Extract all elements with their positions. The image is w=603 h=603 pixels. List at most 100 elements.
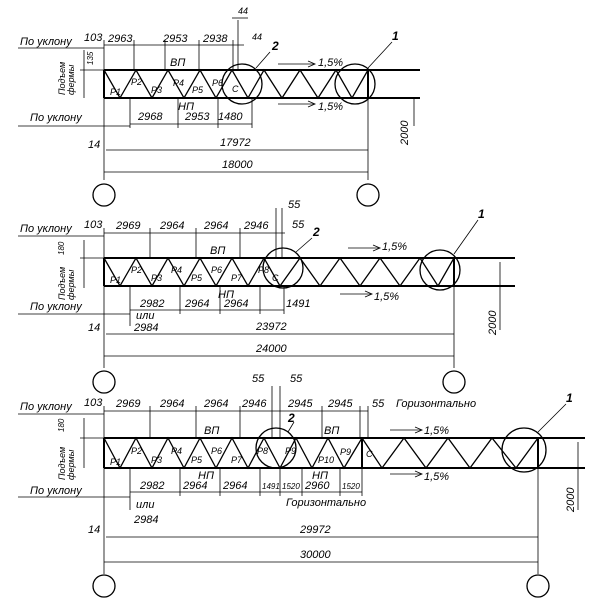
span: 18000 [222,159,253,171]
top-dim-1: 2969 [115,220,140,232]
bottom-dim-3: 1480 [218,111,243,123]
leader-1 [367,41,393,69]
top-chord-label: ВП [210,245,225,257]
callout-2: 2 [287,411,295,425]
dim-55-right: 55 [290,373,303,385]
panel-label: Р6 [212,78,223,88]
axis-circle-right [356,183,380,207]
panel-label: Р5 [191,273,203,283]
bottom-chord-label: НП [178,101,194,113]
inner-span: 17972 [220,137,251,149]
panel-label: Р3 [151,273,162,283]
top-dim-2: 2964 [159,398,184,410]
span: 30000 [300,549,331,561]
panel-label: Р3 [151,455,162,465]
callout-circle-2 [221,63,263,105]
height-value: 2000 [565,487,577,513]
axis-circle-right [442,370,466,394]
panel-label: Р8 [257,446,268,456]
truss-30000: По уклону 103 2969 2964 2964 2946 55 55 … [18,373,585,598]
panel-label: Р4 [171,446,182,456]
callout-1: 1 [392,29,399,43]
bottom-dim-6: 2960 [304,480,330,492]
bottom-dim-1: 2968 [137,111,163,123]
panel-label: Р4 [171,265,182,275]
or-label: или [136,499,154,511]
top-dim-3: 2938 [202,33,228,45]
horizontal-label-top: Горизонтально [396,398,476,410]
rise-label-2: фермы [66,64,76,95]
leader-1 [453,219,479,255]
slope-pct-top: 1,5% [382,241,407,253]
rise-value: 180 [57,241,66,255]
slope-pct-top: 1,5% [318,57,343,69]
panel-label: Р5 [191,455,203,465]
panel-label: Р1 [110,457,121,467]
top-chord-label: ВП [170,57,185,69]
bottom-chord-label-right: НП [312,470,328,482]
bottom-dim-5: 1520 [282,482,300,491]
top-dim-3: 2964 [203,220,228,232]
horizontal-label-bottom: Горизонтально [286,497,366,509]
bottom-chord-label: НП [218,289,234,301]
bottom-dim-3: 2964 [222,480,247,492]
slope-pct-top: 1,5% [424,425,449,437]
callout-1: 1 [566,391,573,405]
axis-circle-left [92,370,116,394]
callout-2: 2 [312,225,320,239]
panel-label: Р2 [131,265,142,275]
axis-circle-right [526,574,550,598]
panel-label: Р3 [151,85,162,95]
dim-55-right: 55 [292,219,305,231]
dim-14: 14 [88,322,100,334]
slope-label-bottom: По уклону [30,112,83,124]
web-members [103,68,369,100]
top-dim-2: 2953 [162,33,188,45]
rise-label-2: фермы [66,269,76,300]
panel-label: Р10 [318,455,334,465]
slope-label-bottom: По уклону [30,485,83,497]
slope-arrow-top-head [372,244,382,252]
dim-14: 14 [88,139,100,151]
slope-label-bottom: По уклону [30,301,83,313]
panel-label: Р4 [173,78,184,88]
label-c: С [272,273,279,283]
slope-arrow-bottom-head [364,290,374,298]
panel-label: Р1 [110,275,121,285]
inner-span: 29972 [299,524,331,536]
top-dim-right-1: 2945 [287,398,313,410]
dim-14: 14 [88,524,100,536]
bottom-dim-2: 2964 [182,480,207,492]
inner-span: 23972 [255,321,287,333]
axis-circle-left [92,574,116,598]
callout-circle-2 [255,427,297,469]
callout-1: 1 [478,207,485,221]
panel-label: Р2 [131,446,142,456]
dim-55-left: 55 [252,373,265,385]
top-dim-4: 2946 [243,220,269,232]
slope-label-top: По уклону [20,401,73,413]
callout-circle-2 [262,247,304,289]
top-dim-4: 2946 [241,398,267,410]
bottom-dim-2: 2953 [184,111,210,123]
slope-pct-bottom: 1,5% [318,101,343,113]
truss-24000: По уклону 103 2969 2964 2964 2946 55 55 … [18,199,515,394]
dim-55-far: 55 [372,398,385,410]
panel-label: Р9 [340,447,351,457]
span: 24000 [255,343,287,355]
rise-label-1: Подъем [57,62,67,95]
slope-pct-bottom: 1,5% [374,291,399,303]
slope-arrow-bottom-head [414,470,424,478]
top-dim-3: 2964 [203,398,228,410]
top-chord-label: ВП [204,425,219,437]
bottom-dim-1: 2982 [139,298,164,310]
rise-value: 180 [57,418,66,432]
dim-103: 103 [84,219,103,231]
panel-label: Р7 [231,455,243,465]
top-dim-right-2: 2945 [327,398,353,410]
dim-103: 103 [84,32,103,44]
leader-1 [537,403,567,433]
callout-circle-1 [501,427,547,473]
top-dim-1: 2963 [107,33,133,45]
